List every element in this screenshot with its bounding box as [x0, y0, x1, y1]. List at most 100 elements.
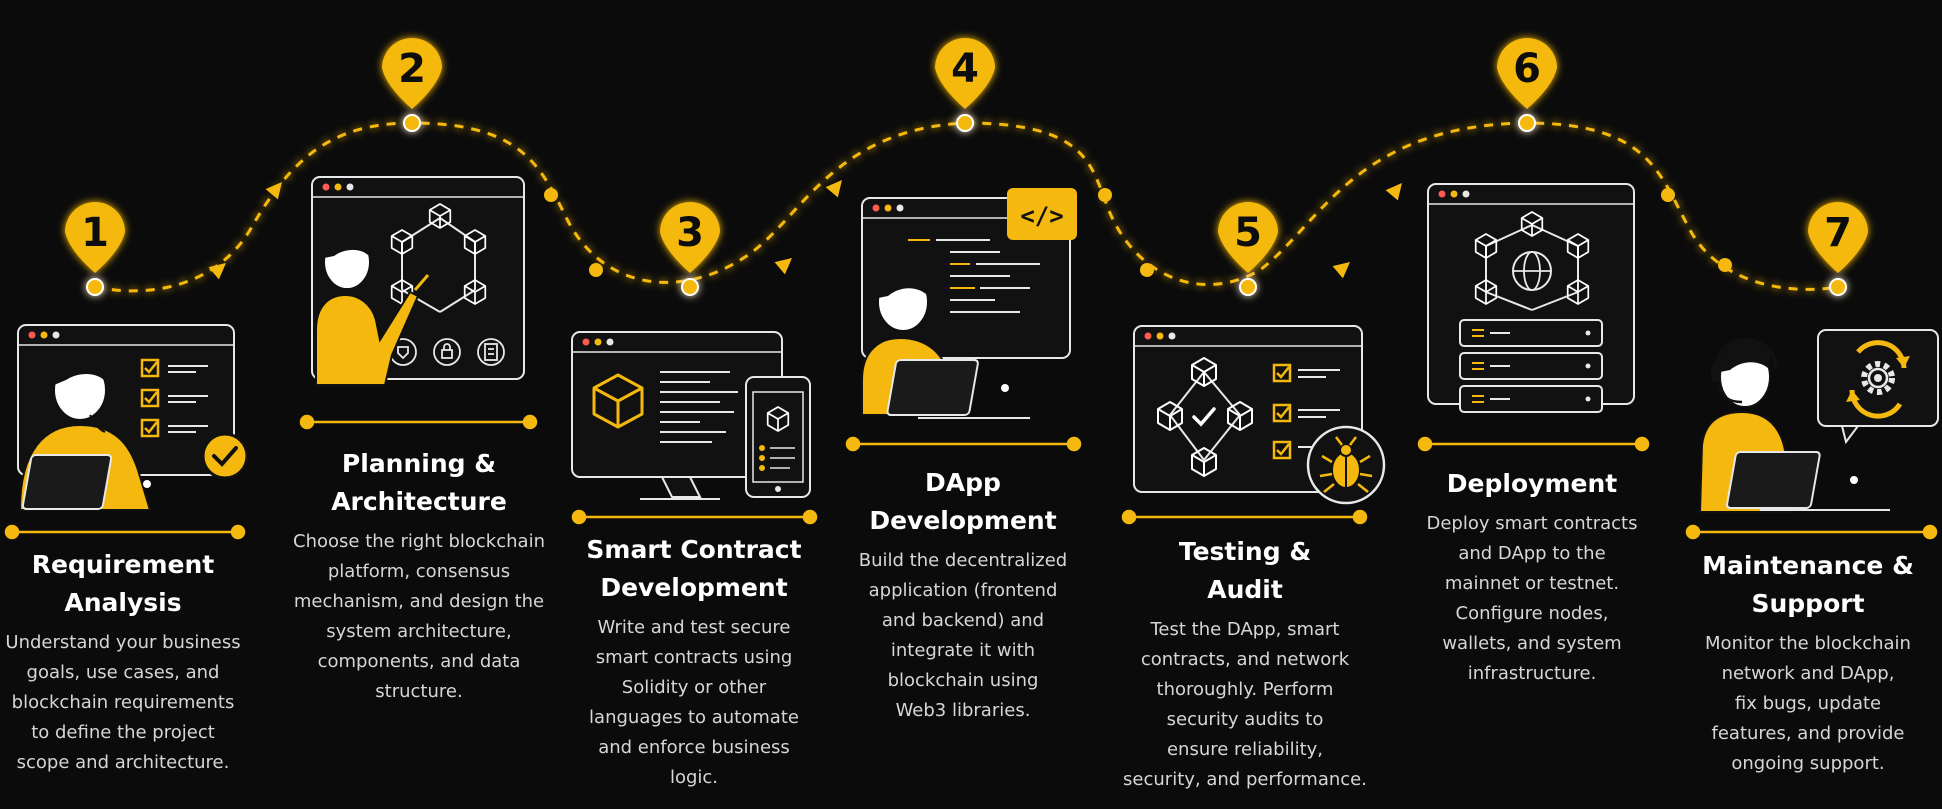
- path-arrows: [208, 180, 1402, 280]
- arrow-icon: [1385, 183, 1402, 201]
- step-title-line: Development: [869, 506, 1057, 535]
- step-description-line: features, and provide: [1711, 723, 1905, 744]
- step-badge-3: 3: [660, 202, 720, 296]
- developer-laptop-code-icon: </>: [861, 188, 1077, 419]
- step-title-line: Support: [1751, 589, 1865, 618]
- step-title: Testing & Audit: [1106, 533, 1384, 609]
- step-description-line: Monitor the blockchain: [1705, 633, 1911, 654]
- support-agent-gear-icon: [1698, 329, 1939, 513]
- step-badge-6: 6: [1497, 38, 1557, 132]
- step-badge-7: 7: [1808, 202, 1868, 296]
- step-7: Maintenance & Support Monitor the blockch…: [1680, 547, 1936, 779]
- step-badges: 1 2 3 4 5 6 7: [65, 38, 1868, 296]
- step-description-line: blockchain using: [887, 670, 1039, 691]
- step-description-line: goals, use cases, and: [26, 662, 220, 683]
- step-description-line: wallets, and system: [1442, 633, 1622, 654]
- step-title-line: Analysis: [64, 588, 182, 617]
- network-checklist-bug-icon: [1133, 325, 1386, 505]
- step-description-line: and enforce business: [598, 737, 790, 758]
- step-number: 7: [1824, 210, 1852, 256]
- step-description-line: contracts, and network: [1140, 649, 1350, 670]
- step-badge-5: 5: [1218, 202, 1278, 296]
- server-network-globe-icon: [1427, 183, 1635, 413]
- step-badge-4: 4: [935, 38, 995, 132]
- step-title-line: Smart Contract: [586, 535, 802, 564]
- step-title-line: Requirement: [31, 550, 215, 579]
- step-description-line: and backend) and: [881, 610, 1045, 631]
- step-description-line: Build the decentralized: [858, 550, 1068, 571]
- step-title-line: Audit: [1207, 575, 1283, 604]
- step-description-line: Write and test secure: [597, 617, 791, 638]
- step-description-line: blockchain requirements: [11, 692, 235, 713]
- step-number: 1: [81, 210, 109, 256]
- step-number: 6: [1513, 46, 1541, 92]
- step-description-line: components, and data: [317, 651, 521, 672]
- step-description-line: security audits to: [1166, 709, 1324, 730]
- step-description-line: scope and architecture.: [16, 752, 230, 773]
- step-title-line: Deployment: [1446, 469, 1618, 498]
- person-checklist-icon: [17, 324, 249, 511]
- step-description-line: Understand your business: [5, 632, 241, 653]
- step-rules: [4, 414, 1938, 540]
- step-5: Testing & Audit Test the DApp, smart contr…: [1106, 533, 1384, 795]
- arrow-icon: [1332, 262, 1350, 279]
- step-description-line: thoroughly. Perform: [1156, 679, 1334, 700]
- step-number: 2: [398, 46, 426, 92]
- step-description-line: infrastructure.: [1467, 663, 1597, 684]
- monitor-phone-cube-icon: [571, 331, 811, 500]
- step-title-line: Development: [600, 573, 788, 602]
- step-description-line: to define the project: [31, 722, 215, 743]
- step-description-line: platform, consensus: [327, 561, 511, 582]
- step-description-line: network and DApp,: [1721, 663, 1895, 684]
- step-description-line: and DApp to the: [1458, 543, 1606, 564]
- step-title-line: Testing &: [1178, 537, 1312, 566]
- step-description-line: logic.: [669, 767, 719, 788]
- step-description-line: Test the DApp, smart: [1150, 619, 1340, 640]
- step-description-line: ongoing support.: [1731, 753, 1885, 774]
- step-description: Build the decentralized application (fron…: [838, 546, 1088, 726]
- step-description: Monitor the blockchain network and DApp, f…: [1680, 629, 1936, 779]
- step-title-line: Planning &: [341, 449, 497, 478]
- step-title: Deployment: [1412, 465, 1652, 503]
- step-2: Planning & Architecture Choose the right …: [288, 445, 550, 707]
- step-badge-1: 1: [65, 202, 125, 296]
- step-number: 5: [1234, 210, 1262, 256]
- step-title-line: DApp: [925, 468, 1001, 497]
- step-description-line: Choose the right blockchain: [293, 531, 545, 552]
- step-description-line: Solidity or other: [621, 677, 767, 698]
- step-description-line: mechanism, and design the: [293, 591, 545, 612]
- step-description-line: system architecture,: [326, 621, 512, 642]
- step-title: Maintenance & Support: [1680, 547, 1936, 623]
- step-badge-2: 2: [382, 38, 442, 132]
- step-description-line: structure.: [375, 681, 463, 702]
- step-description-line: Web3 libraries.: [895, 700, 1031, 721]
- step-description-line: Configure nodes,: [1455, 603, 1609, 624]
- step-description-line: mainnet or testnet.: [1444, 573, 1620, 594]
- arrow-icon: [265, 182, 282, 200]
- arrow-icon: [774, 258, 792, 275]
- step-description-line: application (frontend: [868, 580, 1058, 601]
- process-path: [94, 121, 1839, 293]
- arrow-icon: [825, 180, 842, 198]
- step-title: Planning & Architecture: [288, 445, 550, 521]
- step-number: 3: [676, 210, 704, 256]
- step-description-line: security, and performance.: [1123, 769, 1367, 790]
- step-description: Choose the right blockchain platform, con…: [288, 527, 550, 707]
- step-number: 4: [951, 46, 979, 92]
- path-dots: [544, 188, 1732, 277]
- step-description: Test the DApp, smart contracts, and netwo…: [1106, 615, 1384, 795]
- step-title-line: Architecture: [331, 487, 507, 516]
- step-description-line: ensure reliability,: [1166, 739, 1324, 760]
- step-title-line: Maintenance &: [1702, 551, 1914, 580]
- step-description: Understand your business goals, use cases…: [0, 628, 246, 778]
